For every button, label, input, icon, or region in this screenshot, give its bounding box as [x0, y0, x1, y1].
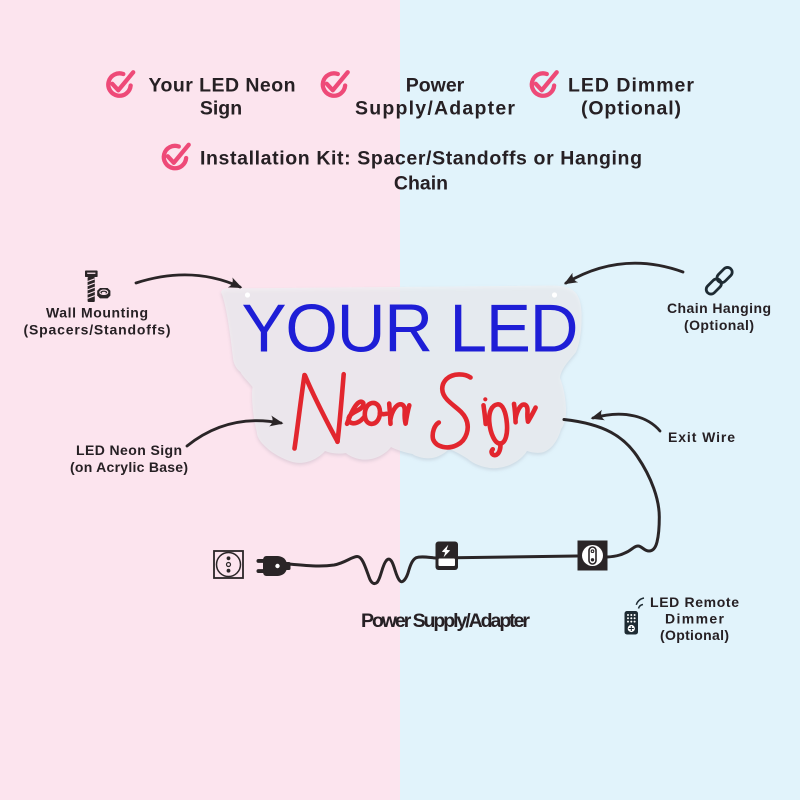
svg-text:Dimmer: Dimmer — [665, 611, 725, 627]
svg-text:Supply/Adapter: Supply/Adapter — [355, 98, 515, 120]
svg-text:LED Neon Sign: LED Neon Sign — [76, 442, 182, 458]
svg-text:LED Remote: LED Remote — [650, 594, 739, 610]
svg-text:(Optional): (Optional) — [660, 627, 729, 643]
svg-text:Power Supply/Adapter: Power Supply/Adapter — [361, 610, 530, 632]
svg-text:Installation Kit: Spacer/Stand: Installation Kit: Spacer/Standoffs or Ha… — [200, 148, 642, 170]
svg-text:Chain: Chain — [394, 173, 448, 195]
svg-text:Your LED Neon: Your LED Neon — [149, 75, 296, 97]
svg-text:Power: Power — [406, 75, 465, 97]
svg-text:Sign: Sign — [200, 98, 242, 120]
svg-text:Exit Wire: Exit Wire — [668, 429, 735, 445]
svg-text:Wall Mounting: Wall Mounting — [46, 305, 148, 321]
svg-text:YOUR LED: YOUR LED — [242, 292, 579, 367]
svg-text:LED Dimmer: LED Dimmer — [568, 75, 694, 97]
svg-text:Chain Hanging: Chain Hanging — [667, 300, 771, 316]
svg-text:(Spacers/Standoffs): (Spacers/Standoffs) — [24, 322, 171, 338]
svg-text:(on Acrylic Base): (on Acrylic Base) — [70, 459, 188, 475]
svg-text:(Optional): (Optional) — [684, 317, 754, 333]
svg-text:(Optional): (Optional) — [581, 98, 681, 120]
